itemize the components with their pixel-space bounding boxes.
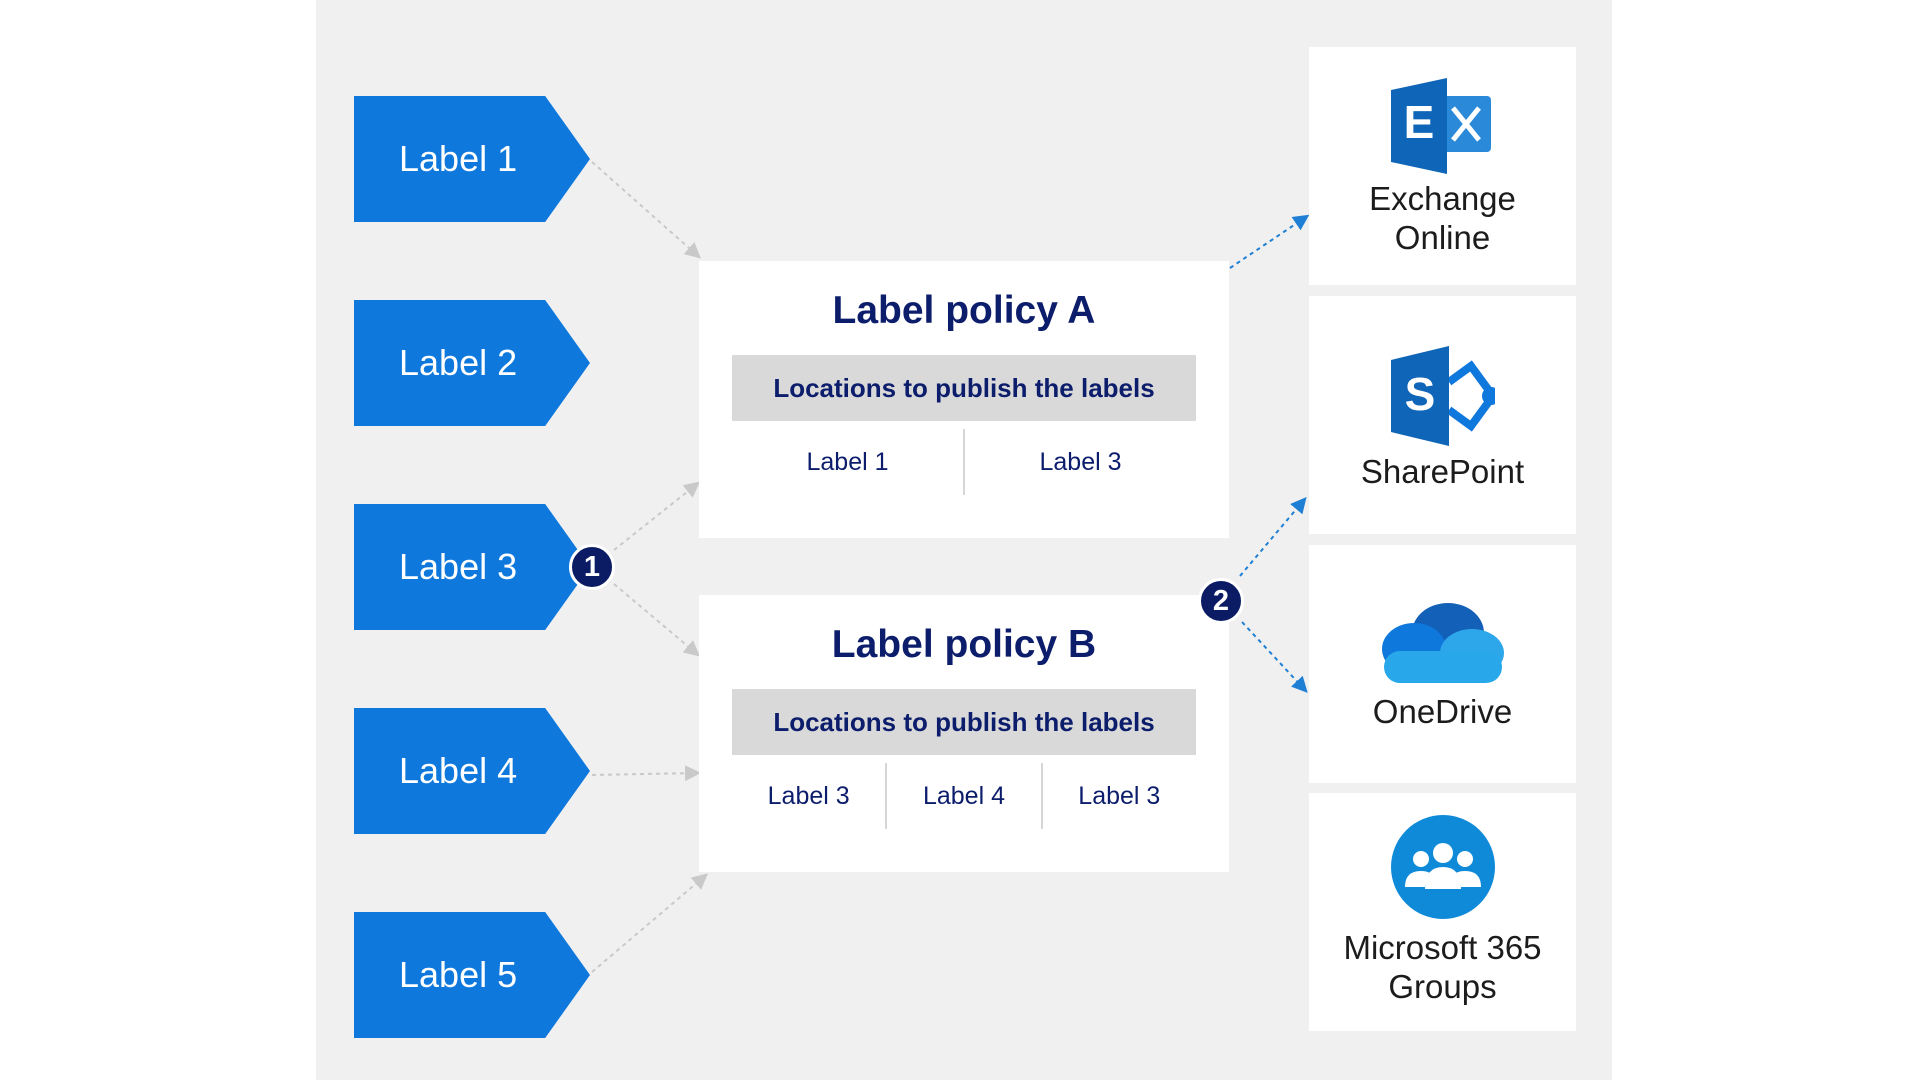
policy-a-title: Label policy A (832, 289, 1096, 332)
connector-label3-policy-a (613, 481, 701, 551)
onedrive-line1: OneDrive (1372, 693, 1513, 730)
connector-label5-policy-b (591, 873, 709, 973)
connector-policy-a-exchange (1229, 214, 1310, 269)
step-1-badge: 1 (569, 544, 615, 590)
label-4-text: Label 4 (399, 750, 518, 791)
exchange-online-line1: Exchange (1369, 180, 1516, 217)
connector-policy-b-onedrive (1241, 621, 1308, 693)
policy-b-label-cell: Label 3 (1040, 763, 1196, 829)
connector-label1-policy-a (591, 161, 701, 259)
svg-text:S: S (1404, 368, 1435, 420)
location-exchange-online: E Exchange Online (1309, 47, 1576, 285)
sharepoint-line1: SharePoint (1360, 453, 1525, 490)
m365-groups-icon (1390, 815, 1495, 919)
connector-label4-policy-b (591, 765, 701, 782)
label-1-text: Label 1 (399, 138, 518, 179)
label-5: Label 5 (354, 912, 590, 1038)
policy-b-label-cell: Label 4 (885, 763, 1040, 829)
policy-b-title: Label policy B (831, 623, 1097, 666)
exchange-online-icon: E (1390, 78, 1491, 174)
sharepoint-icon: S (1390, 346, 1495, 446)
policy-b-label-cell: Label 3 (767, 781, 850, 810)
policy-b-labels: Label 3 Label 4 Label 3 (732, 763, 1196, 829)
label-4: Label 4 (354, 708, 590, 834)
policy-a-label-cell: Label 1 (806, 447, 889, 476)
label-5-text: Label 5 (399, 954, 518, 995)
svg-text:E: E (1403, 96, 1434, 148)
location-m365-groups: Microsoft 365 Groups (1309, 793, 1576, 1031)
location-sharepoint: S SharePoint (1309, 296, 1576, 534)
policy-b-card: Label policy B Locations to publish the … (699, 595, 1229, 872)
location-onedrive: OneDrive (1309, 545, 1576, 783)
policy-a-labels: Label 1 Label 3 (732, 429, 1196, 495)
step-2-badge: 2 (1198, 578, 1244, 624)
policy-a-label-cell: Label 3 (963, 429, 1196, 495)
policy-b-locations-bar: Locations to publish the labels (732, 689, 1196, 755)
connector-policy-b-sharepoint (1239, 496, 1307, 577)
exchange-online-line2: Online (1394, 219, 1491, 256)
policy-a-locations-bar: Locations to publish the labels (732, 355, 1196, 421)
label-3-text: Label 3 (399, 546, 518, 587)
label-3: Label 3 (354, 504, 590, 630)
connector-label3-policy-b (613, 583, 701, 657)
label-2-text: Label 2 (399, 342, 518, 383)
m365-groups-line1: Microsoft 365 (1343, 929, 1542, 966)
policy-a-card: Label policy A Locations to publish the … (699, 261, 1229, 538)
label-2: Label 2 (354, 300, 590, 426)
m365-groups-line2: Groups (1388, 968, 1497, 1005)
label-1: Label 1 (354, 96, 590, 222)
onedrive-icon (1381, 603, 1504, 683)
